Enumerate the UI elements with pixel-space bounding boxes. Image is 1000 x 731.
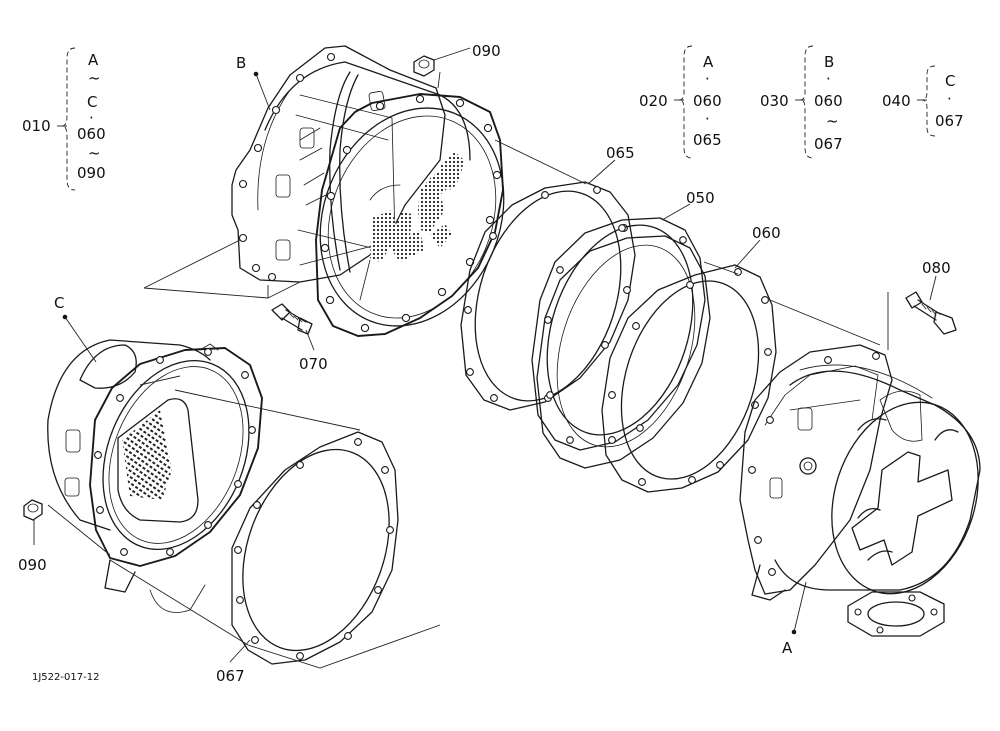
nut-090-top [413,55,435,77]
callout-030: 030 [760,92,789,110]
bracket-010-line4: 090 [77,164,106,182]
assembly-c-inlet [47,339,263,613]
assembly-b-filter [231,45,505,337]
gasket-067 [231,431,399,665]
bracket-040-line2: 067 [935,112,964,130]
callout-020: 020 [639,92,668,110]
bracket-030-line1: B [824,53,834,71]
callout-065: 065 [606,144,635,162]
bracket-020-sep1: · [705,70,710,88]
bracket-020-line2: 060 [693,92,722,110]
bolt-080 [905,291,957,335]
bracket-020-line3: 065 [693,131,722,149]
bracket-group-030: 030 B · 060 ~ 067 [760,45,843,159]
callout-067: 067 [216,667,245,685]
callout-080: 080 [922,259,951,277]
callout-090-left: 090 [18,556,47,574]
filter-mesh [370,152,464,262]
bracket-group-040: 040 C · 067 [882,65,964,137]
callout-010: 010 [22,117,51,135]
bracket-020-sep2: · [705,110,710,128]
bracket-010-sep2: · [89,109,94,127]
callout-040: 040 [882,92,911,110]
assembly-guide-lines [47,71,889,669]
bracket-group-010: 010 A ~ C · 060 ~ 090 [22,47,106,191]
bolt-070 [271,303,313,335]
bracket-010-line3: 060 [77,125,106,143]
callout-070: 070 [299,355,328,373]
bracket-030-sep2: ~ [826,112,839,130]
callout-060: 060 [752,224,781,242]
callout-labels: 090 B 065 050 060 080 070 C 090 067 [18,42,951,685]
bracket-030-sep1: · [826,70,831,88]
label-assembly-a: A [782,639,793,657]
bracket-040-line1: C [945,72,955,90]
bracket-group-020: 020 A · 060 · 065 [639,45,722,159]
bracket-030-line3: 067 [814,135,843,153]
bracket-010-line1: A [88,51,99,69]
callout-090-top: 090 [472,42,501,60]
gasket-065 [460,181,636,411]
gasket-060 [601,264,777,493]
label-assembly-b: B [236,54,246,72]
drawing-id: 1J522-017-12 [32,672,99,683]
nut-090-left [23,499,43,521]
bracket-040-sep1: · [947,90,952,108]
bracket-010-sep1: ~ [88,69,101,87]
bracket-010-line2: C [87,93,97,111]
bracket-020-line1: A [703,53,714,71]
bracket-030-line2: 060 [814,92,843,110]
assembly-a-outlet [739,344,981,637]
ring-050 [531,217,711,469]
callout-050: 050 [686,189,715,207]
bracket-010-sep3: ~ [88,144,101,162]
label-assembly-c: C [54,294,64,312]
